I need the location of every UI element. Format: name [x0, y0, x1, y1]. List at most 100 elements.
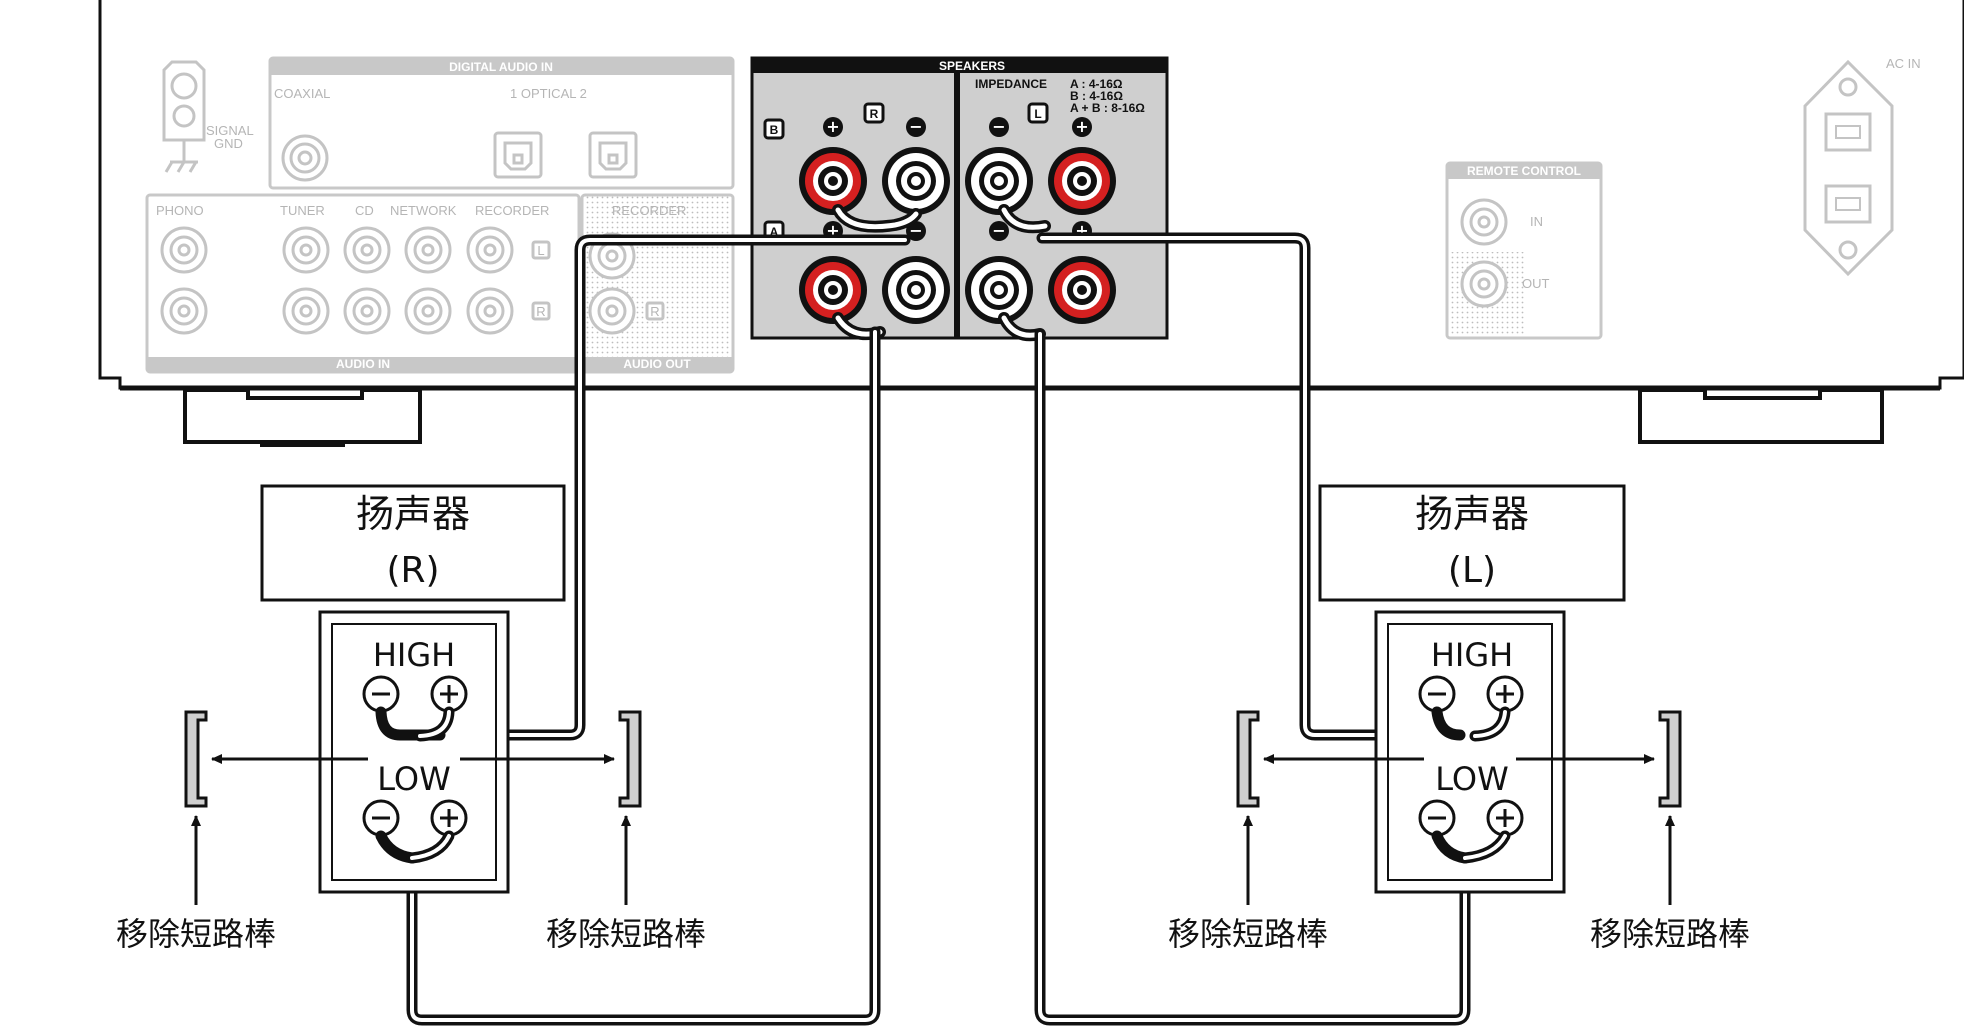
remote-out-label: OUT [1522, 276, 1550, 291]
svg-text:−: − [909, 117, 922, 136]
right-shorting-bar-left [184, 710, 208, 808]
rca-jack-cd-l [343, 226, 391, 274]
left-high-plus-terminal [1486, 675, 1524, 713]
svg-text:+: + [1075, 117, 1088, 136]
svg-text:R: R [870, 107, 879, 121]
left-shorting-bar-left [1236, 710, 1260, 808]
rca-jack-tuner-r [282, 287, 330, 335]
left-remove-bar-note-left: 移除短路棒 [1168, 915, 1328, 953]
network-label: NETWORK [390, 203, 457, 218]
tuner-label: TUNER [280, 203, 325, 218]
optical-label: 1 OPTICAL 2 [510, 86, 587, 101]
speaker-r-tag: R [863, 102, 885, 124]
audio-out-label: AUDIO OUT [623, 357, 691, 371]
impedance-ab: A + B : 8-16Ω [1070, 101, 1145, 115]
audio-in-label: AUDIO IN [336, 357, 390, 371]
speaker-left: 扬声器 (L) HIGH LOW [1168, 484, 1750, 953]
coaxial-label: COAXIAL [274, 86, 330, 101]
svg-text:A: A [770, 225, 779, 239]
left-shorting-bar-right [1658, 710, 1682, 808]
panel-foot-right [1638, 388, 1884, 444]
amplifier-rear-panel: SIGNAL GND DIGITAL AUDIO IN COAXIAL 1 OP… [98, 0, 1964, 447]
speaker-right: 扬声器 (R) HIGH LOW [116, 484, 706, 953]
speaker-left-high-label: HIGH [1431, 636, 1513, 674]
channel-r-label: R [536, 304, 545, 319]
svg-text:−: − [992, 117, 1005, 136]
speaker-b-tag: B [763, 118, 785, 140]
rca-jack-cd-r [343, 287, 391, 335]
speaker-cables [389, 232, 1471, 1026]
speaker-right-title: 扬声器 [356, 492, 470, 536]
recorder-out-label: RECORDER [612, 203, 686, 218]
speakers-terminal-block: SPEAKERS IMPEDANCE A : 4-16Ω B : 4-16Ω A… [750, 56, 1169, 342]
optical-jack-1 [493, 131, 543, 179]
left-remove-bar-note-right: 移除短路棒 [1590, 915, 1750, 953]
digital-audio-in-label: DIGITAL AUDIO IN [449, 60, 553, 74]
digital-audio-in-section: DIGITAL AUDIO IN COAXIAL 1 OPTICAL 2 [268, 56, 735, 190]
speaker-l-tag: L [1027, 102, 1049, 124]
svg-text:−: − [909, 221, 922, 240]
svg-text:B: B [770, 123, 779, 137]
right-low-wire-ends [375, 830, 455, 864]
right-low-minus-terminal [362, 799, 400, 837]
speaker-right-channel: (R) [386, 550, 439, 591]
binding-post-l-b-plus [1048, 147, 1116, 215]
right-shorting-bar-right [618, 710, 642, 808]
panel-foot-left [183, 388, 422, 447]
binding-post-r-b-minus [882, 147, 950, 215]
rca-jack-out-r [588, 287, 636, 335]
rca-jack-phono-r [160, 287, 208, 335]
left-high-minus-terminal [1418, 675, 1456, 713]
remote-out-jack [1460, 260, 1508, 308]
rca-jack-phono-l [160, 226, 208, 274]
signal-gnd-terminal [162, 60, 206, 173]
speakers-label: SPEAKERS [939, 59, 1005, 73]
phono-label: PHONO [156, 203, 204, 218]
rca-jack-network-l [404, 226, 452, 274]
left-high-wire-ends [1431, 706, 1511, 742]
speaker-left-title: 扬声器 [1415, 492, 1529, 536]
left-low-minus-terminal [1418, 799, 1456, 837]
right-low-plus-terminal [430, 799, 468, 837]
out-channel-r-label: R [650, 304, 659, 319]
impedance-b: B : 4-16Ω [1070, 89, 1123, 103]
impedance-label: IMPEDANCE [975, 77, 1047, 91]
right-remove-bar-note-left: 移除短路棒 [116, 915, 276, 953]
speaker-left-channel: (L) [1448, 550, 1496, 591]
svg-text:L: L [1034, 107, 1041, 121]
speaker-right-low-label: LOW [377, 760, 451, 798]
gnd-label: GND [214, 136, 243, 151]
rca-jack-tuner-l [282, 226, 330, 274]
coaxial-jack [281, 134, 329, 182]
audio-out-section: AUDIO OUT RECORDER R [580, 193, 735, 374]
rca-jack-recorder-r [466, 287, 514, 335]
right-high-plus-terminal [430, 675, 468, 713]
remote-control-label: REMOTE CONTROL [1467, 164, 1581, 178]
impedance-a: A : 4-16Ω [1070, 77, 1123, 91]
rca-jack-recorder-l [466, 226, 514, 274]
binding-post-r-a-minus [882, 256, 950, 324]
right-high-wire-ends [375, 706, 455, 742]
speaker-right-high-label: HIGH [373, 636, 455, 674]
audio-in-section: AUDIO IN PHONO TUNER CD NETWORK RECORDER… [145, 193, 581, 374]
svg-text:+: + [826, 117, 839, 136]
left-low-wire-ends [1431, 830, 1511, 864]
rca-jack-network-r [404, 287, 452, 335]
svg-text:−: − [992, 221, 1005, 240]
binding-post-l-b-minus [965, 147, 1033, 215]
cd-label: CD [355, 203, 374, 218]
speaker-left-low-label: LOW [1435, 760, 1509, 798]
binding-post-r-a-plus [799, 256, 867, 324]
channel-l-label: L [537, 243, 544, 258]
optical-jack-2 [588, 131, 638, 179]
right-remove-bar-note-right: 移除短路棒 [546, 915, 706, 953]
left-low-plus-terminal [1486, 799, 1524, 837]
binding-post-l-a-minus [965, 256, 1033, 324]
polarity-markers-top: + − − + [823, 117, 1092, 137]
signal-label: SIGNAL [206, 123, 254, 138]
remote-control-section: REMOTE CONTROL IN OUT [1445, 161, 1603, 340]
remote-in-jack [1460, 198, 1508, 246]
binding-post-l-a-plus [1048, 256, 1116, 324]
right-high-minus-terminal [362, 675, 400, 713]
